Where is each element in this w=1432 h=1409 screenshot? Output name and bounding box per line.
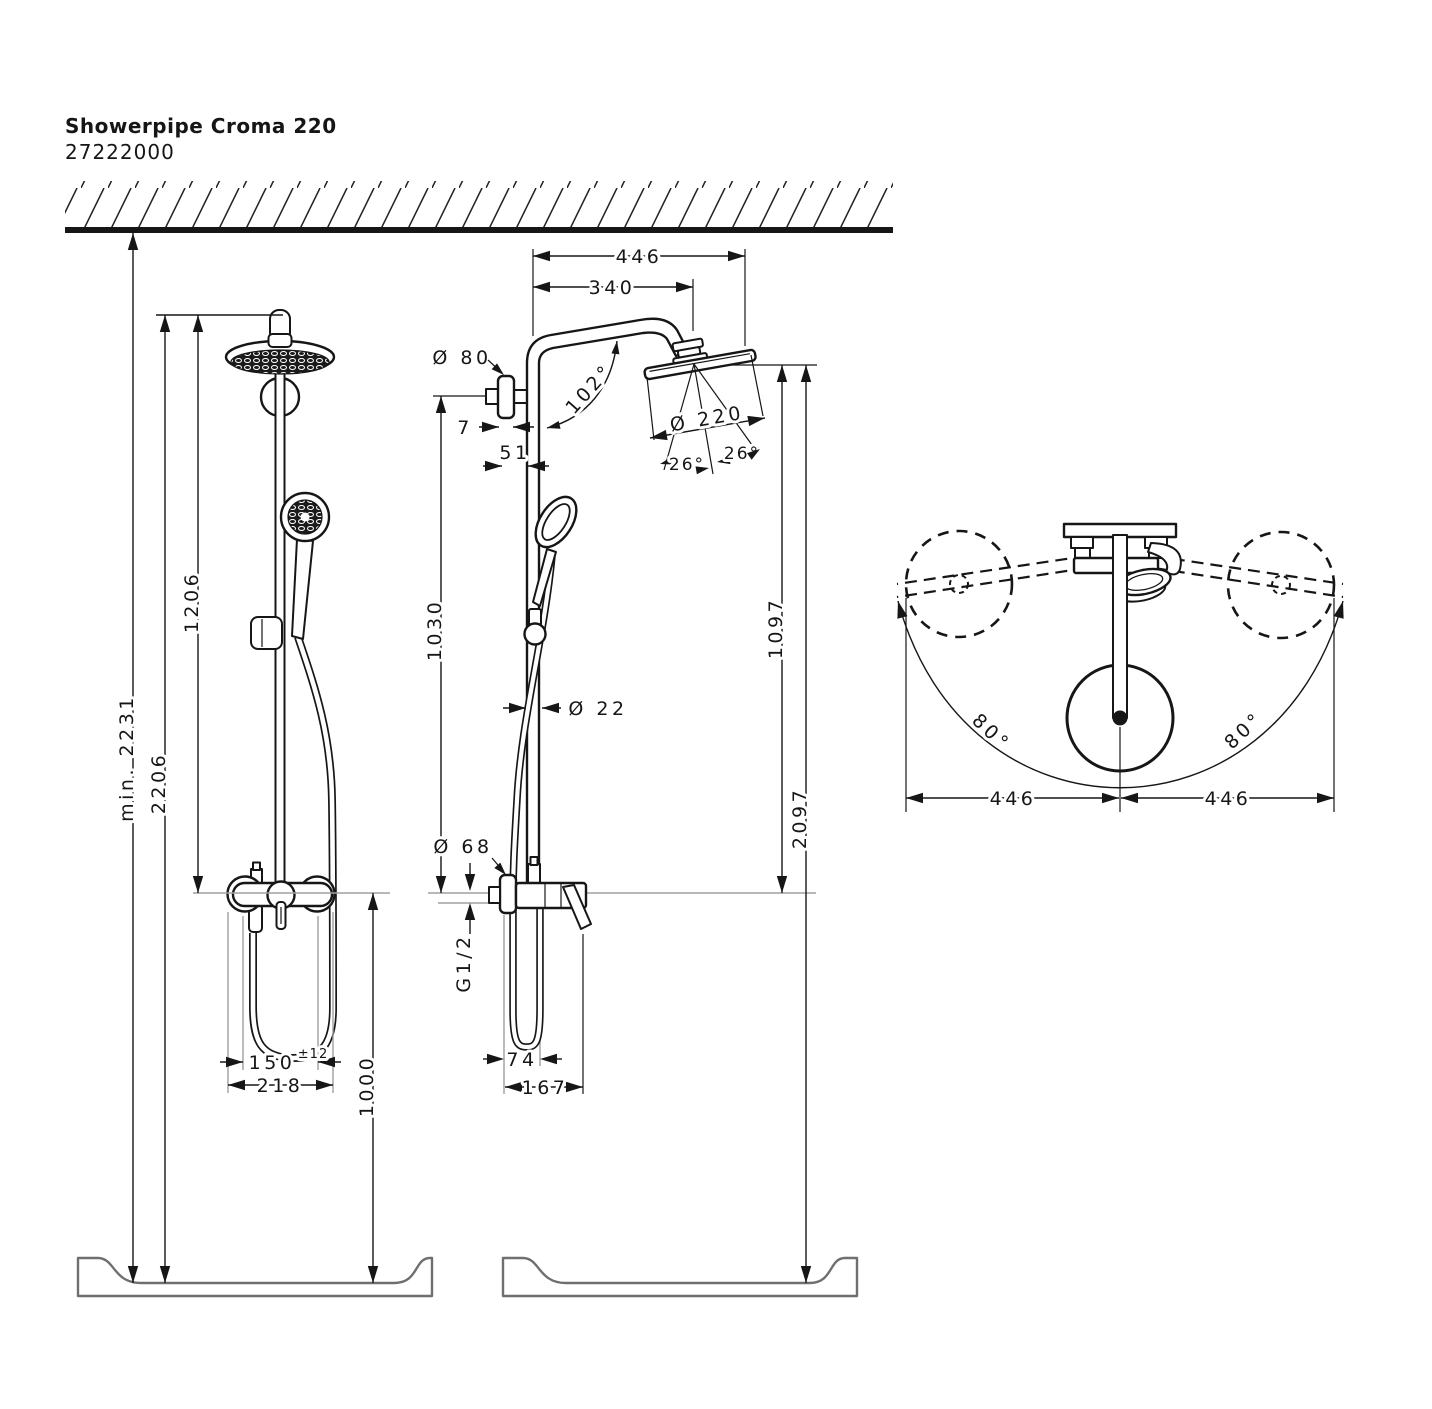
dim-connection-tolerance: ±12 xyxy=(298,1047,328,1062)
front-dimensions: min. 2231 2206 1206 1000 150 ±12 218 xyxy=(113,233,390,1283)
dim-head-to-mixer: 1097 xyxy=(765,597,787,659)
swivel-position-left xyxy=(904,529,1014,639)
dim-arm-projection: 340 xyxy=(589,277,636,299)
swivel-arm-right-lower xyxy=(1153,566,1344,599)
shower-tray-left xyxy=(76,1256,434,1298)
wall-plate-side xyxy=(496,374,516,420)
dim-mixer-depth: 167 xyxy=(522,1077,569,1099)
dim-arm-reach: 446 xyxy=(616,246,663,268)
product-title: Showerpipe Croma 220 xyxy=(65,114,337,138)
diverter-cap xyxy=(252,861,261,871)
dim-plate-diameter: Ø 80 xyxy=(432,347,491,369)
swivel-hub-left xyxy=(949,574,969,594)
dim-reach-left: 446 xyxy=(990,788,1037,810)
union-left-outer xyxy=(1070,536,1094,549)
mixer-flange-side xyxy=(498,873,518,915)
swivel-arm-left-lower xyxy=(896,566,1087,599)
ceiling-hatch xyxy=(65,181,893,227)
front-view: min. 2231 2206 1206 1000 150 ±12 218 xyxy=(113,233,390,1283)
dim-connection-spacing: 150 xyxy=(249,1052,296,1074)
dim-swivel-right: 80° xyxy=(1220,707,1267,753)
swivel-hub-right xyxy=(1271,575,1291,595)
front-parts xyxy=(224,309,338,1063)
swivel-position-right xyxy=(1226,530,1336,640)
overhead-spray-face xyxy=(230,349,330,375)
dim-pipe-diameter: Ø 22 xyxy=(568,698,627,720)
check-valve-cap xyxy=(529,856,539,866)
dim-swivel-left: 80° xyxy=(967,709,1014,755)
mixer-lever-plan xyxy=(1147,542,1182,576)
swivel-arm-right-upper xyxy=(1153,554,1344,586)
dim-lower-height: 1000 xyxy=(356,1055,378,1117)
dim-mixer-width: 218 xyxy=(257,1075,304,1097)
arm-center-dot xyxy=(1112,710,1128,726)
dim-min-height: min. 2231 xyxy=(116,694,138,822)
shower-tray-middle xyxy=(501,1256,859,1298)
slider-ball xyxy=(523,622,547,646)
shower-pipe xyxy=(274,315,286,885)
shower-arm-plan xyxy=(1112,534,1128,719)
side-reference-lines xyxy=(428,249,817,1094)
handshower-handle-side xyxy=(532,548,557,607)
dim-hose-offset: 74 xyxy=(506,1049,537,1071)
swivel-arm-left-upper xyxy=(896,554,1087,586)
dim-head-diameter: Ø 220 xyxy=(668,402,745,437)
shower-hose-outer xyxy=(249,635,338,1063)
handshower-head-side xyxy=(534,495,578,549)
union-left-inner xyxy=(1074,547,1091,559)
pipe-top-collar xyxy=(267,333,293,348)
handshower-holder xyxy=(250,616,283,650)
side-parts xyxy=(485,317,757,1051)
handshower-handle xyxy=(291,538,314,640)
dim-pipe-height: 2206 xyxy=(148,752,170,814)
dim-riser-height: 1030 xyxy=(424,599,446,661)
mixer-supply-stub xyxy=(488,886,501,904)
dim-escutcheon-diameter: Ø 68 xyxy=(433,836,492,858)
dim-upper-height: 1206 xyxy=(181,571,203,633)
side-dimensions: 446 340 Ø 80 7 102° 51 xyxy=(421,243,814,1283)
side-view: 446 340 Ø 80 7 102° 51 xyxy=(421,243,817,1283)
dim-arm-angle: 102° xyxy=(561,359,617,418)
overhead-shower-side xyxy=(643,348,757,381)
supply-stub-top xyxy=(485,388,499,405)
drawing-header: Showerpipe Croma 220 27222000 xyxy=(65,114,337,164)
handshower-plan xyxy=(1116,567,1172,603)
ceiling-section xyxy=(65,181,893,233)
product-sku: 27222000 xyxy=(65,140,175,164)
top-dimensions: 446 446 xyxy=(905,598,1335,813)
top-view: 80° 80° 446 446 xyxy=(892,522,1349,813)
dim-thread-size: G1/2 xyxy=(453,933,475,992)
riser-and-arm xyxy=(525,317,690,888)
ceiling-line xyxy=(65,227,893,233)
mixer-lever-side xyxy=(562,884,592,930)
dim-reach-right: 446 xyxy=(1205,788,1252,810)
dim-wall-offset: 51 xyxy=(499,442,530,464)
dim-head-to-tray: 2097 xyxy=(789,787,811,849)
dim-tilt-left: 26° xyxy=(669,455,705,475)
dim-plate-depth: 7 xyxy=(457,417,473,439)
handshower-center xyxy=(300,512,310,522)
